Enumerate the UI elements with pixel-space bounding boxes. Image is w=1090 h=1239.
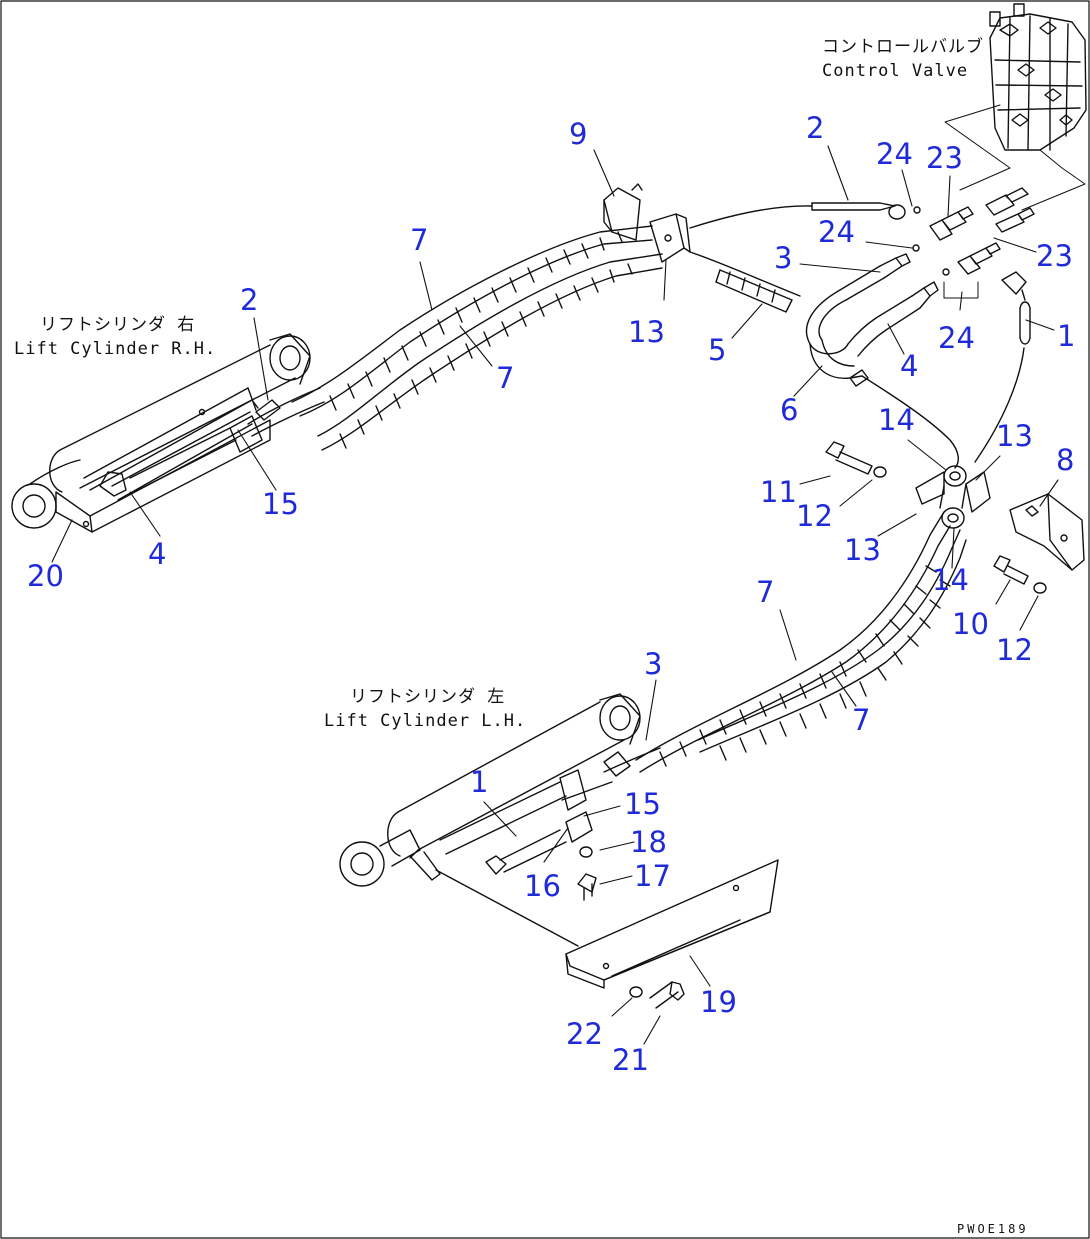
- callout-part-11: 11: [760, 475, 797, 509]
- callout-part-24-mid: 24: [818, 215, 855, 249]
- callout-part-3-top: 3: [774, 241, 793, 275]
- callout-part-6: 6: [780, 393, 799, 427]
- callout-part-21: 21: [612, 1043, 649, 1077]
- callout-part-7-upper: 7: [410, 223, 429, 257]
- clamp-bracket-upper: [603, 183, 691, 263]
- callout-part-13-right: 13: [996, 419, 1033, 453]
- callout-part-24-top: 24: [876, 137, 913, 171]
- bolt-21-washer-22: [629, 981, 685, 1009]
- lift-cylinder-rh: [11, 333, 325, 533]
- callout-part-12-upper: 12: [796, 499, 833, 533]
- callout-part-9: 9: [569, 117, 588, 151]
- callout-part-10: 10: [952, 607, 989, 641]
- callout-part-2-left: 2: [240, 283, 259, 317]
- callout-part-16: 16: [524, 869, 561, 903]
- hose-1-right: [974, 289, 1031, 463]
- callout-part-4-rh: 4: [148, 537, 167, 571]
- callout-part-4-right: 4: [900, 349, 919, 383]
- callout-part-5: 5: [708, 333, 727, 367]
- callout-part-12-lower: 12: [996, 633, 1033, 667]
- bolt-10-washer-12: [993, 555, 1047, 594]
- callout-part-13-upper: 13: [628, 315, 665, 349]
- hose-7-upper-pair: [291, 225, 663, 451]
- callout-part-1-right: 1: [1057, 319, 1076, 353]
- lift-cylinder-rh-caption-jp: リフトシリンダ 右: [40, 315, 196, 335]
- callout-part-22: 22: [566, 1017, 603, 1051]
- hose-7-lower-pair: [635, 511, 967, 773]
- control-valve-caption-jp: コントロールバルブ: [822, 37, 984, 57]
- callout-part-15-lh: 15: [624, 787, 661, 821]
- callout-part-7-lower-b: 7: [852, 703, 871, 737]
- callout-part-23-top: 23: [926, 141, 963, 175]
- callout-part-14-lower: 14: [932, 563, 969, 597]
- callout-part-20: 20: [27, 559, 64, 593]
- lift-cylinder-rh-caption-en: Lift Cylinder R.H.: [14, 339, 217, 359]
- control-valve: [989, 3, 1087, 151]
- callout-part-8: 8: [1056, 443, 1075, 477]
- callout-part-14-upper: 14: [878, 403, 915, 437]
- callout-part-13-lower: 13: [844, 533, 881, 567]
- callout-part-7-upper-b: 7: [496, 361, 515, 395]
- lift-cylinder-lh: [339, 693, 661, 947]
- callout-part-1-lh: 1: [470, 765, 489, 799]
- guard-plate-19: [565, 859, 779, 989]
- callout-part-18: 18: [630, 825, 667, 859]
- control-valve-caption-en: Control Valve: [822, 61, 969, 81]
- lift-cylinder-lh-caption-en: Lift Cylinder L.H.: [324, 711, 527, 731]
- drawing-code: PWOE189: [957, 1222, 1029, 1236]
- callout-part-7-lower: 7: [756, 575, 775, 609]
- junction-block-14-13-8: [915, 465, 1085, 571]
- fittings-23-24: [888, 187, 1035, 299]
- leader-lines: [51, 145, 1059, 1045]
- callout-part-3-lh: 3: [644, 647, 663, 681]
- callout-part-2-top: 2: [806, 111, 825, 145]
- callout-part-15-rh: 15: [262, 487, 299, 521]
- callout-part-24-lower: 24: [938, 321, 975, 355]
- callout-part-19: 19: [700, 985, 737, 1019]
- bolt-11-washer-12: [825, 441, 887, 478]
- hoses-3-4-5-6: [689, 251, 959, 469]
- callout-part-23-right: 23: [1036, 239, 1073, 273]
- lift-cylinder-lh-caption-jp: リフトシリンダ 左: [350, 687, 506, 707]
- callout-part-17: 17: [634, 859, 671, 893]
